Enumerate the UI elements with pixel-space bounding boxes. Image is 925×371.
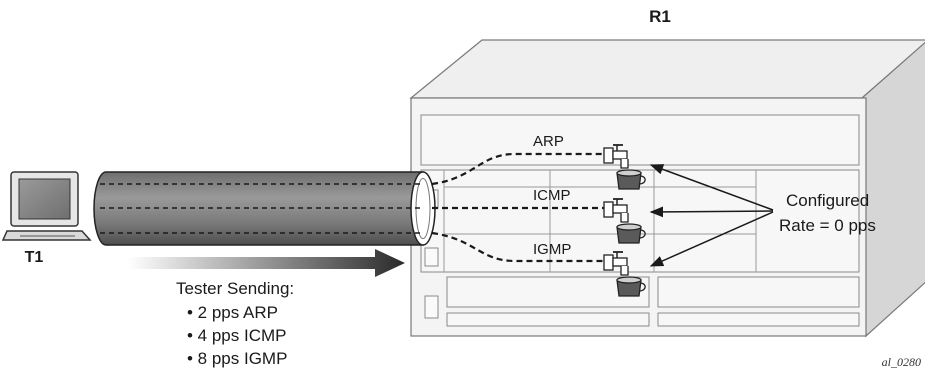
tester-sending-heading: Tester Sending:: [176, 279, 294, 298]
callout-arrow-icmp: [649, 206, 774, 218]
callout-arrow-arp: [649, 164, 774, 211]
router-label: R1: [649, 7, 671, 26]
faucet-bucket-icon-icmp: [603, 198, 646, 244]
laptop-screen: [18, 178, 71, 220]
traffic-path-igmp: [431, 231, 604, 263]
chassis-top-face: [409, 39, 925, 99]
chassis-top-slot: [420, 114, 860, 166]
callout-text-line2: Rate = 0 pps: [779, 216, 876, 235]
router-chassis: [409, 39, 925, 338]
protocol-label-icmp: ICMP: [533, 187, 571, 204]
faucet-bucket-icon-arp: [603, 144, 646, 190]
side-indicator: [424, 295, 439, 319]
traffic-path-arp: [431, 152, 604, 186]
send-direction-arrow: [128, 249, 405, 277]
tunnel-cylinder: [93, 171, 436, 246]
laptop-icon: [1, 171, 92, 241]
cylinder-body: [93, 171, 424, 246]
faucet-bucket-icon-igmp: [603, 251, 646, 297]
bottom-slot: [446, 312, 650, 327]
protocol-label-arp: ARP: [533, 133, 564, 150]
bottom-slot: [657, 312, 860, 327]
tester-sending-item: • 8 pps IGMP: [187, 349, 287, 368]
figure-reference: al_0280: [882, 355, 921, 369]
lower-slot: [446, 276, 650, 308]
tester-sending-item: • 4 pps ICMP: [187, 326, 287, 345]
cylinder-mouth: [410, 171, 436, 246]
lower-slot: [657, 276, 860, 308]
tester-label: T1: [25, 249, 44, 266]
protocol-label-igmp: IGMP: [533, 241, 571, 258]
side-indicator: [424, 247, 439, 267]
callout-text-line1: Configured: [786, 191, 869, 210]
callout-arrow-igmp: [649, 211, 774, 267]
tester-sending-item: • 2 pps ARP: [187, 303, 278, 322]
